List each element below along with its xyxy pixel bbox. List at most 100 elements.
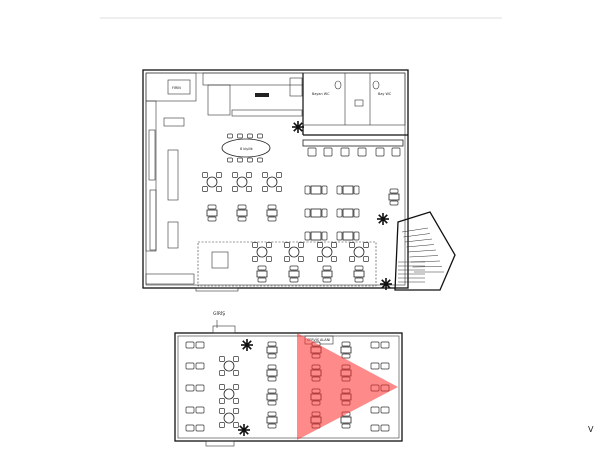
chair — [185, 362, 195, 370]
bar-stool — [391, 147, 401, 157]
kitchen-bottom-counter — [145, 273, 195, 285]
stair-step — [403, 233, 431, 238]
table-round — [349, 242, 369, 262]
table-two-seat — [266, 341, 278, 359]
round-table — [256, 246, 268, 258]
table-round — [202, 172, 222, 192]
chair — [353, 208, 360, 218]
chair — [304, 208, 311, 218]
table-round — [219, 408, 239, 428]
round-table — [223, 412, 235, 424]
table-two-seat — [304, 231, 328, 241]
chair — [233, 408, 239, 414]
table-two-seat — [353, 265, 365, 283]
terrace: SERVİS ALANI — [174, 325, 403, 447]
small-table — [266, 416, 278, 424]
chair — [195, 362, 205, 370]
small-table — [310, 208, 322, 218]
chair — [216, 186, 222, 192]
stair-step — [404, 238, 433, 243]
chair — [219, 384, 225, 390]
chair — [262, 186, 268, 192]
table-two-seat — [304, 208, 328, 218]
chair — [304, 185, 311, 195]
prep-island-2 — [167, 221, 179, 249]
terrace-door-top[interactable] — [212, 325, 236, 334]
chair — [317, 256, 323, 262]
chair — [341, 353, 351, 359]
chair — [257, 133, 263, 139]
stair-step — [409, 255, 439, 258]
chair — [266, 242, 272, 248]
plant-center — [384, 282, 388, 286]
chair — [289, 277, 299, 283]
chair — [267, 400, 277, 406]
long-table — [221, 138, 271, 158]
chair — [321, 231, 328, 241]
chair — [349, 242, 355, 248]
small-table — [342, 185, 354, 195]
table-two-seat — [266, 364, 278, 382]
table-two-seat — [266, 388, 278, 406]
chair — [380, 424, 390, 432]
small-table — [266, 393, 278, 401]
chair — [321, 208, 328, 218]
chair — [195, 341, 205, 349]
chair — [389, 200, 399, 206]
chair — [354, 277, 364, 283]
terrace-door-bottom[interactable] — [205, 440, 235, 447]
small-table — [310, 231, 322, 241]
chair — [233, 370, 239, 376]
chair — [336, 208, 343, 218]
chair — [246, 186, 252, 192]
table-two-seat — [340, 341, 352, 359]
prep-table — [163, 117, 185, 127]
chair — [341, 423, 351, 429]
chair — [336, 185, 343, 195]
main-dining-furniture — [202, 133, 400, 283]
table-round — [262, 172, 282, 192]
chair — [246, 172, 252, 178]
bar-stool — [340, 147, 350, 157]
chair — [237, 133, 243, 139]
service-label: SERVİS ALANI — [307, 337, 330, 342]
chair — [195, 384, 205, 392]
chair — [232, 172, 238, 178]
plant-icon — [241, 339, 253, 351]
restroom-left-label: Bayan WC — [312, 92, 330, 96]
chair — [380, 406, 390, 414]
chair — [257, 277, 267, 283]
chair — [322, 277, 332, 283]
entrance-door[interactable] — [195, 287, 239, 292]
chair — [232, 186, 238, 192]
lounge-zone — [197, 241, 377, 287]
chair — [237, 216, 247, 222]
bar-front-counter — [231, 109, 303, 117]
small-table — [342, 231, 354, 241]
kitchen-sign: FIRIN — [172, 86, 181, 90]
stair-step — [412, 266, 443, 268]
chair — [389, 188, 399, 194]
chair — [227, 133, 233, 139]
chair — [349, 256, 355, 262]
lounge-desk — [211, 251, 229, 269]
round-table — [353, 246, 365, 258]
plant-icon — [292, 121, 304, 133]
table-round — [284, 242, 304, 262]
table-round — [317, 242, 337, 262]
small-table — [340, 346, 352, 354]
watermark-mark: V — [588, 425, 594, 434]
chair — [380, 362, 390, 370]
plant-center — [296, 125, 300, 129]
small-table — [256, 270, 268, 278]
plant-center — [242, 428, 246, 432]
chair — [370, 406, 380, 414]
round-table — [223, 360, 235, 372]
small-table — [340, 416, 352, 424]
chair — [370, 362, 380, 370]
small-table — [266, 369, 278, 377]
chair — [331, 242, 337, 248]
chair — [185, 406, 195, 414]
